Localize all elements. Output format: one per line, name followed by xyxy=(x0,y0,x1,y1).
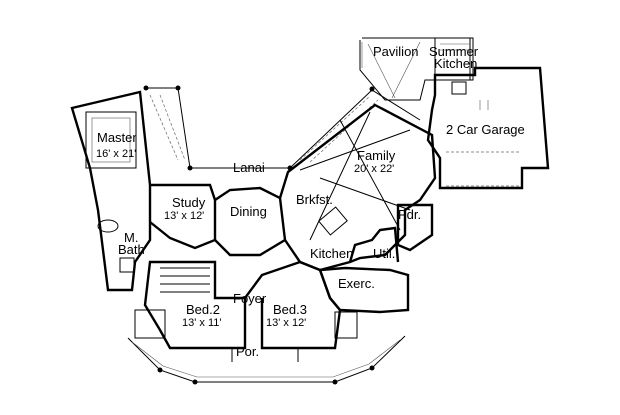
dining-label: Dining xyxy=(230,204,267,219)
family-label: Family xyxy=(357,148,396,163)
pavilion-label: Pavilion xyxy=(373,44,419,59)
master-label: Master xyxy=(97,130,137,145)
bed3-dims: 13' x 12' xyxy=(266,317,306,329)
foyer-label: Foyer xyxy=(233,291,267,306)
porch-label: Por. xyxy=(236,344,259,359)
garage-label: 2 Car Garage xyxy=(446,122,525,137)
m-bath-label-line1: M. xyxy=(124,230,138,245)
summer-kitchen-label-line1: Summer xyxy=(429,44,479,59)
family-dims: 20' x 22' xyxy=(354,163,394,175)
pdr-label: Pdr. xyxy=(398,207,421,222)
bed2-dims: 13' x 11' xyxy=(182,317,221,329)
study-dims: 13' x 12' xyxy=(164,210,204,222)
bed2-label: Bed.2 xyxy=(186,302,220,317)
util-label: Util. xyxy=(373,246,395,261)
porch-structure xyxy=(127,335,406,385)
lanai-structure xyxy=(143,85,421,171)
pavilion-structure xyxy=(359,37,474,101)
house-walls xyxy=(70,90,437,350)
kitchen-label: Kitchen xyxy=(310,246,353,261)
study-label: Study xyxy=(172,195,206,210)
bed3-label: Bed.3 xyxy=(273,302,307,317)
brkfst-label: Brkfst. xyxy=(296,192,333,207)
lanai-label: Lanai xyxy=(233,160,265,175)
garage-structure xyxy=(426,66,550,190)
master-dims: 16' x 21' xyxy=(96,148,136,160)
m-bath-label-line2: Bath xyxy=(118,242,145,257)
summer-kitchen-label-line2: Kitchen xyxy=(434,56,477,71)
exerc-label: Exerc. xyxy=(338,276,375,291)
